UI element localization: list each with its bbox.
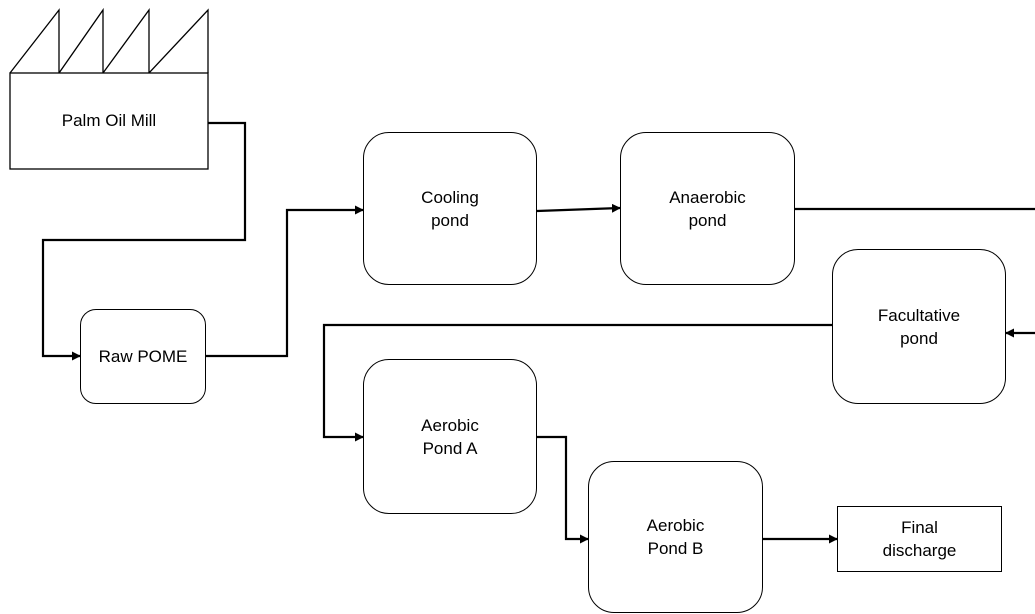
- anaerobic-pond-node: Anaerobic pond: [620, 132, 795, 285]
- aerobic-pond-b-node: Aerobic Pond B: [588, 461, 763, 613]
- flow-arrow-aerobic-a-to-aerobic-b: [537, 435, 589, 544]
- cooling-pond-label: Cooling pond: [421, 187, 479, 230]
- raw-pome-label: Raw POME: [98, 347, 188, 366]
- raw-pome-node: Raw POME: [80, 309, 206, 404]
- aerobic-pond-b-label: Aerobic Pond B: [646, 516, 705, 558]
- palm-oil-mill-label: Palm Oil Mill: [61, 111, 157, 130]
- flow-arrow-raw-to-cooling: [206, 205, 364, 358]
- flow-arrow-cooling-to-anaerobic: [536, 203, 621, 213]
- facultative-pond-node: Facultative pond: [832, 249, 1006, 404]
- final-discharge-label: Final discharge: [882, 518, 957, 560]
- final-discharge-node: Final discharge: [837, 506, 1002, 572]
- flow-arrow-mill-to-raw: [41, 121, 247, 361]
- aerobic-pond-a-node: Aerobic Pond A: [363, 359, 537, 514]
- anaerobic-pond-label: Anaerobic pond: [669, 187, 746, 230]
- facultative-pond-label: Facultative pond: [877, 305, 961, 348]
- flow-arrow-facultative-to-aerobic-a: [322, 323, 832, 442]
- cooling-pond-node: Cooling pond: [363, 132, 537, 285]
- factory-icon: [9, 7, 209, 170]
- aerobic-pond-a-label: Aerobic Pond A: [421, 415, 479, 458]
